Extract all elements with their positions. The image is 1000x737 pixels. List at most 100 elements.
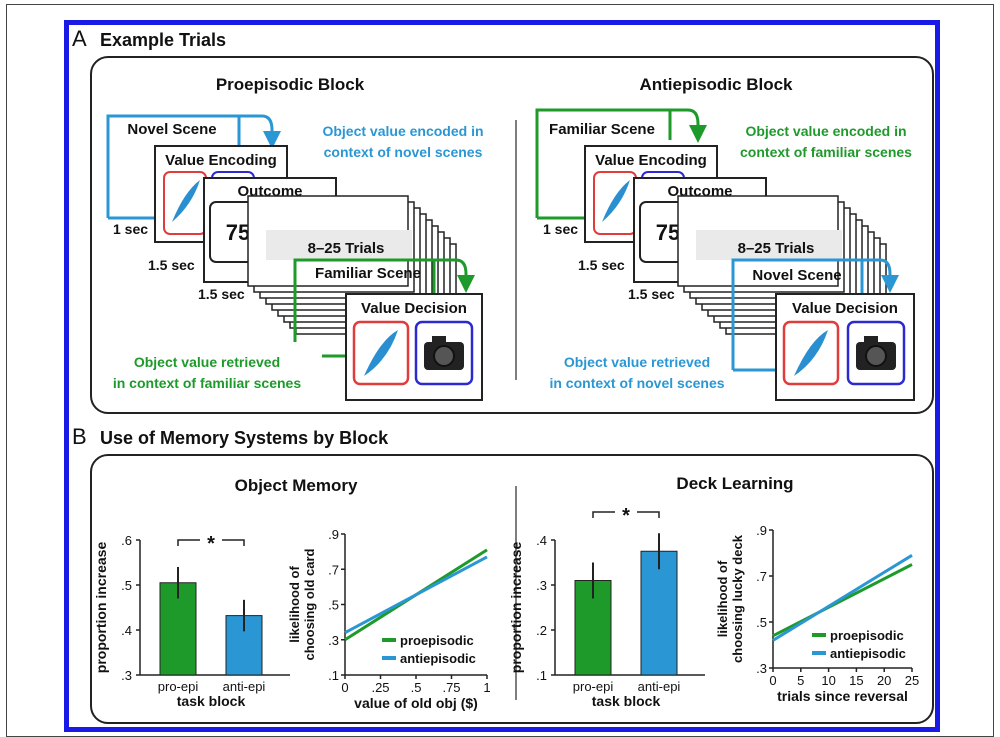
x-axis-label-1: value of old obj ($) bbox=[354, 695, 478, 711]
pro-time-1: 1 sec bbox=[113, 221, 148, 237]
y-tick-label-0: .6 bbox=[121, 533, 132, 548]
y-tick-label-0: .4 bbox=[121, 623, 132, 638]
x-tick-label-1: .5 bbox=[411, 680, 422, 695]
legend-label-proepisodic: proepisodic bbox=[400, 633, 474, 648]
series-line-antiepisodic bbox=[344, 555, 488, 635]
anti-note-bot-2: in context of novel scenes bbox=[549, 375, 724, 391]
y-tick-label-1: .3 bbox=[328, 633, 339, 648]
anti-scene-2: Novel Scene bbox=[752, 267, 841, 284]
camera-icon bbox=[856, 336, 896, 370]
anti-time-2: 1.5 sec bbox=[578, 257, 625, 273]
panel-a-letter: A bbox=[72, 26, 87, 51]
chart-title-0: Object Memory bbox=[235, 476, 358, 495]
y-tick-label-1: .7 bbox=[328, 562, 339, 577]
anti-encoding-label: Value Encoding bbox=[595, 152, 707, 169]
anti-note-top-1: Object value encoded in bbox=[745, 123, 906, 139]
feather-icon bbox=[602, 180, 630, 222]
x-tick-label-1: .25 bbox=[371, 680, 389, 695]
x-tick-label-1: .75 bbox=[442, 680, 460, 695]
y-tick-label-2: .1 bbox=[536, 668, 547, 683]
y-tick-label-1: .1 bbox=[328, 668, 339, 683]
panel-a-box bbox=[90, 56, 934, 414]
x-tick-label-0: anti-epi bbox=[223, 679, 266, 694]
panel-b-title: Use of Memory Systems by Block bbox=[100, 428, 389, 448]
pro-decision-label: Value Decision bbox=[361, 300, 467, 317]
y-axis-label-1: choosing old card bbox=[302, 548, 317, 660]
anti-arrow-mid bbox=[862, 258, 899, 293]
y-tick-label-3: .9 bbox=[756, 523, 767, 538]
series-line-antiepisodic bbox=[772, 554, 913, 642]
y-tick-label-1: .9 bbox=[328, 527, 339, 542]
y-tick-label-0: .5 bbox=[121, 578, 132, 593]
camera-icon bbox=[424, 336, 464, 370]
pro-note-bot-2: in context of familiar scenes bbox=[113, 375, 301, 391]
pro-arrow-mid bbox=[434, 258, 475, 293]
panel-a-title: Example Trials bbox=[100, 30, 227, 50]
anti-scene-1: Familiar Scene bbox=[549, 121, 655, 138]
y-tick-label-2: .4 bbox=[536, 533, 547, 548]
feather-icon bbox=[794, 330, 828, 376]
legend-label-proepisodic: proepisodic bbox=[830, 628, 904, 643]
anti-note-top-2: context of familiar scenes bbox=[740, 144, 912, 160]
y-tick-label-3: .7 bbox=[756, 569, 767, 584]
pro-time-2: 1.5 sec bbox=[148, 257, 195, 273]
legend-label-antiepisodic: antiepisodic bbox=[400, 651, 476, 666]
bar-anti-epi bbox=[640, 550, 678, 676]
panel-b-box bbox=[90, 454, 934, 724]
x-tick-label-3: 25 bbox=[905, 673, 919, 688]
significance-bracket-0 bbox=[177, 539, 245, 546]
x-tick-label-3: 5 bbox=[797, 673, 804, 688]
significance-bracket-2 bbox=[592, 511, 660, 518]
y-tick-label-1: .5 bbox=[328, 598, 339, 613]
panel-b-letter: B bbox=[72, 424, 87, 449]
chart-title-2: Deck Learning bbox=[676, 474, 793, 493]
anti-block-title: Antiepisodic Block bbox=[639, 75, 793, 94]
y-axis-label-0: proportion increase bbox=[93, 542, 109, 674]
y-tick-label-2: .3 bbox=[536, 578, 547, 593]
y-axis-label-1: likelihood of bbox=[287, 566, 302, 643]
pro-note-bot-1: Object value retrieved bbox=[134, 354, 280, 370]
pro-note-top-2: context of novel scenes bbox=[324, 144, 483, 160]
anti-arrow-top bbox=[670, 108, 707, 143]
pro-scene-2: Familiar Scene bbox=[315, 265, 421, 282]
x-tick-label-1: 0 bbox=[341, 680, 348, 695]
pro-outcome-number: 75 bbox=[226, 220, 250, 245]
feather-icon bbox=[364, 330, 398, 376]
pro-time-3: 1.5 sec bbox=[198, 286, 245, 302]
legend-label-antiepisodic: antiepisodic bbox=[830, 646, 906, 661]
y-axis-label-3: choosing lucky deck bbox=[730, 534, 745, 663]
x-tick-label-2: anti-epi bbox=[638, 679, 681, 694]
significance-star-2: * bbox=[622, 505, 630, 527]
x-tick-label-3: 10 bbox=[821, 673, 835, 688]
x-tick-label-3: 20 bbox=[877, 673, 891, 688]
pro-novel-scene-frame bbox=[106, 114, 241, 218]
anti-familiar-scene-frame bbox=[535, 108, 672, 218]
anti-decision-label: Value Decision bbox=[792, 300, 898, 317]
x-axis-label-0: task block bbox=[177, 693, 246, 709]
x-tick-label-0: pro-epi bbox=[158, 679, 199, 694]
anti-novel-scene-frame bbox=[731, 258, 864, 370]
feather-icon bbox=[172, 180, 200, 222]
y-axis-label-2: proportion increase bbox=[508, 542, 524, 674]
x-tick-label-3: 15 bbox=[849, 673, 863, 688]
x-axis-label-2: task block bbox=[592, 693, 661, 709]
pro-scene-1: Novel Scene bbox=[127, 121, 216, 138]
y-tick-label-0: .3 bbox=[121, 668, 132, 683]
pro-arrow-top bbox=[239, 114, 281, 149]
x-tick-label-2: pro-epi bbox=[573, 679, 614, 694]
anti-outcome-number: 75 bbox=[656, 220, 680, 245]
significance-star-0: * bbox=[207, 533, 215, 555]
x-axis-label-3: trials since reversal bbox=[777, 688, 908, 704]
pro-note-top-1: Object value encoded in bbox=[322, 123, 483, 139]
anti-time-3: 1.5 sec bbox=[628, 286, 675, 302]
anti-note-bot-1: Object value retrieved bbox=[564, 354, 710, 370]
anti-time-1: 1 sec bbox=[543, 221, 578, 237]
pro-encoding-label: Value Encoding bbox=[165, 152, 277, 169]
y-tick-label-3: .5 bbox=[756, 615, 767, 630]
pro-trials-label: 8–25 Trials bbox=[308, 240, 385, 257]
y-tick-label-2: .2 bbox=[536, 623, 547, 638]
x-tick-label-1: 1 bbox=[483, 680, 490, 695]
pro-block-title: Proepisodic Block bbox=[216, 75, 365, 94]
